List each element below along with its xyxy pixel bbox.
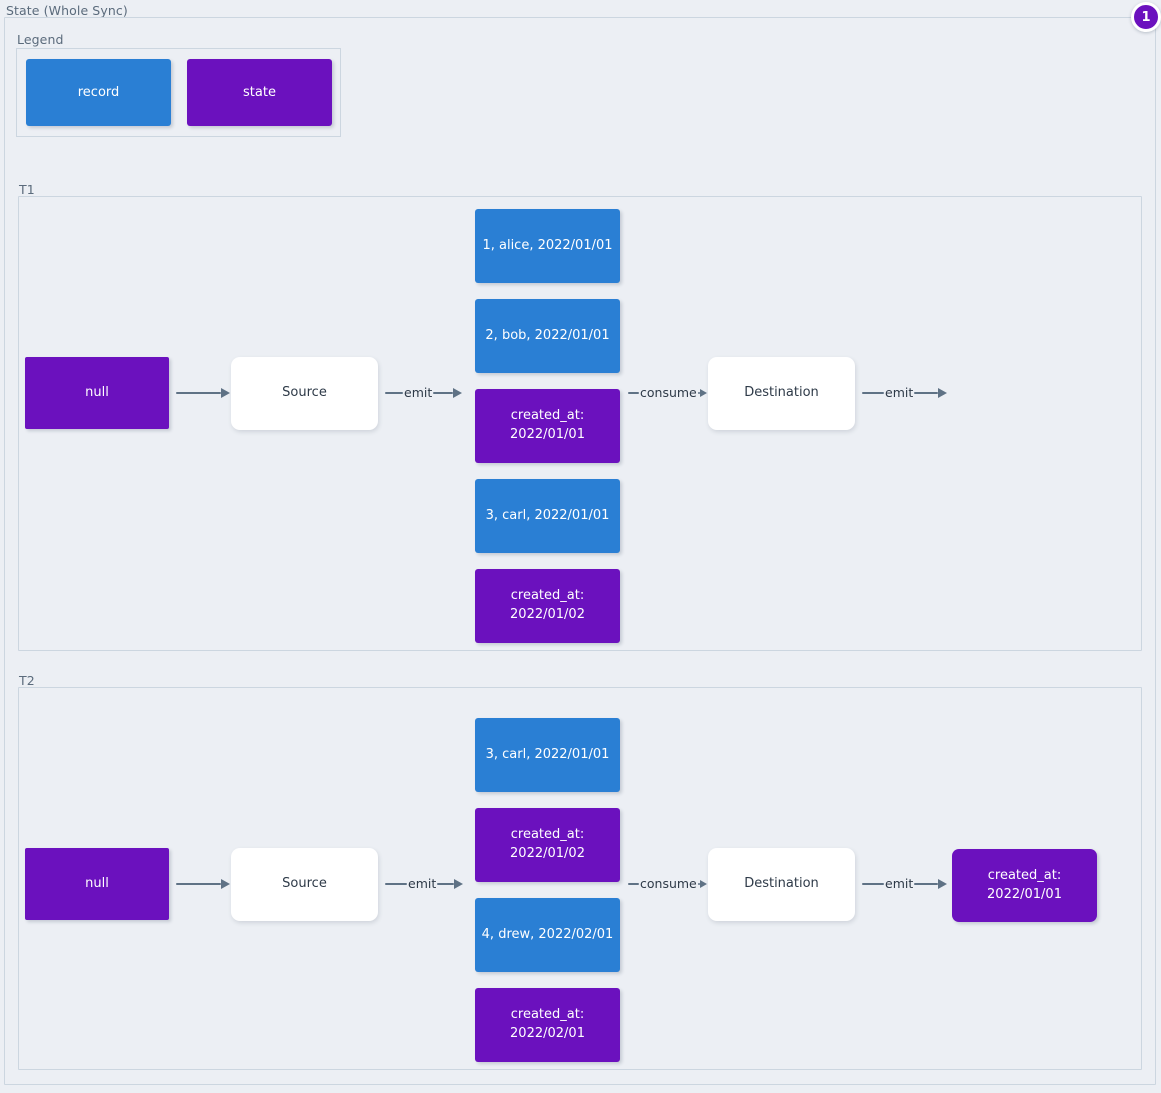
t2-stream-state-1: created_at: 2022/01/02: [475, 808, 620, 882]
t2-stream-state-1-label: created_at: 2022/01/02: [510, 827, 585, 861]
legend-title: Legend: [17, 32, 64, 47]
t2-final-state-label: created_at: 2022/01/01: [987, 867, 1062, 902]
t1-stream-record-1-label: 1, alice, 2022/01/01: [482, 237, 613, 253]
t1-stream-state-1: created_at: 2022/01/01: [475, 389, 620, 463]
t2-stream-record-1-label: 3, carl, 2022/01/01: [485, 746, 610, 762]
t2-source-label: Source: [282, 876, 327, 892]
t2-stream-record-1: 3, carl, 2022/01/01: [475, 718, 620, 792]
t1-state-to-source-arrow: [176, 383, 230, 403]
t1-stream-record-1: 1, alice, 2022/01/01: [475, 209, 620, 283]
t1-destination-node: Destination: [708, 357, 855, 430]
t2-stream-record-2: 4, drew, 2022/02/01: [475, 898, 620, 972]
step-badge-label: 1: [1141, 9, 1151, 25]
t2-final-state-node: created_at: 2022/01/01: [952, 849, 1097, 922]
t2-initial-state-label: null: [85, 875, 109, 891]
t2-consume-label: consume: [640, 875, 697, 891]
t1-initial-state-node: null: [25, 357, 169, 429]
t1-destination-emit-label: emit: [885, 384, 914, 400]
t1-source-emit-label: emit: [404, 384, 433, 400]
t2-destination-emit-arrow: emit: [862, 874, 948, 894]
legend-item-state-label: state: [243, 85, 276, 100]
t2-source-emit-arrow: emit: [385, 874, 464, 894]
t2-stream-state-2-label: created_at: 2022/02/01: [510, 1007, 585, 1041]
t2-destination-emit-label: emit: [885, 875, 914, 891]
t1-stream-state-2-label: created_at: 2022/01/02: [510, 588, 585, 622]
t2-state-to-source-arrow: [176, 874, 230, 894]
t1-source-emit-arrow: emit: [385, 383, 463, 403]
t1-destination-emit-arrow: emit: [862, 383, 948, 403]
t1-stream-record-2-label: 2, bob, 2022/01/01: [485, 327, 610, 343]
t1-destination-label: Destination: [744, 385, 819, 401]
legend-item-record-label: record: [77, 85, 120, 100]
t1-stream-state-1-label: created_at: 2022/01/01: [510, 408, 585, 442]
t1-source-node: Source: [231, 357, 378, 430]
t2-initial-state-node: null: [25, 848, 169, 920]
t2-consume-arrow: consume: [628, 874, 707, 894]
legend-item-record: record: [26, 59, 171, 126]
t1-stream-record-3: 3, carl, 2022/01/01: [475, 479, 620, 553]
t2-source-node: Source: [231, 848, 378, 921]
legend-item-state: state: [187, 59, 332, 126]
t2-stream-state-2: created_at: 2022/02/01: [475, 988, 620, 1062]
step-badge: 1: [1131, 2, 1161, 32]
t2-stream-record-2-label: 4, drew, 2022/02/01: [481, 926, 614, 942]
section-t1-title: T1: [19, 182, 35, 197]
t1-consume-label: consume: [640, 384, 697, 400]
t1-consume-arrow: consume: [628, 383, 707, 403]
diagram-title: State (Whole Sync): [6, 3, 128, 18]
t2-source-emit-label: emit: [408, 875, 437, 891]
section-t2-title: T2: [19, 673, 35, 688]
t1-initial-state-label: null: [85, 384, 109, 400]
t2-destination-label: Destination: [744, 876, 819, 892]
t2-destination-node: Destination: [708, 848, 855, 921]
t1-source-label: Source: [282, 385, 327, 401]
legend-box: record state: [16, 48, 341, 137]
t1-stream-record-3-label: 3, carl, 2022/01/01: [485, 507, 610, 523]
t1-stream-state-2: created_at: 2022/01/02: [475, 569, 620, 643]
t1-stream-record-2: 2, bob, 2022/01/01: [475, 299, 620, 373]
